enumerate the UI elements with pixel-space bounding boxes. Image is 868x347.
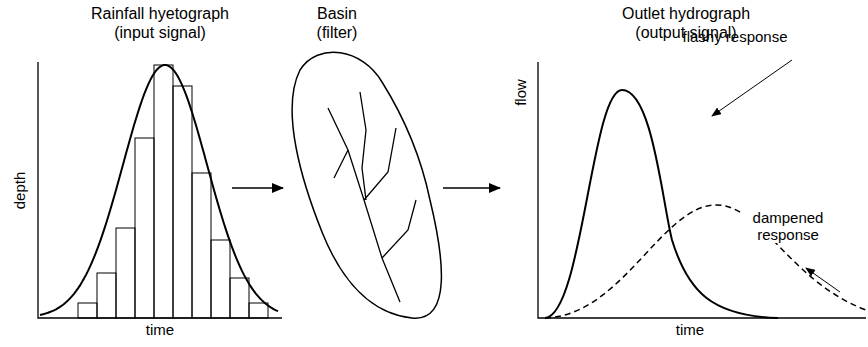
stream-network [328, 92, 416, 302]
axes [38, 62, 282, 318]
axis-label: time [146, 321, 174, 338]
panel-title: Basin (filter) [302, 4, 372, 42]
curve-label: dampened response [743, 209, 833, 243]
dampened-curve [545, 205, 866, 318]
axes [538, 62, 866, 318]
panel-title: Rainfall hyetograph (input signal) [75, 4, 245, 42]
rain-bar [173, 86, 192, 318]
rain-bar [116, 228, 135, 318]
diagram-panel: Rainfall hyetograph (input signal) [5, 0, 232, 330]
basin-outline [292, 52, 441, 318]
rain-bar [192, 173, 211, 318]
rain-bar [154, 65, 173, 318]
rain-bar [211, 240, 230, 318]
rain-bar [135, 138, 154, 318]
leader-line [806, 268, 840, 292]
rain-curve [40, 65, 278, 315]
rain-bar [249, 303, 268, 318]
rain-bar [78, 303, 97, 318]
diagram-panel: Outlet hydrograph (output signal) [500, 0, 865, 330]
leader-line [712, 60, 792, 116]
curve-label: flashy response [682, 28, 787, 45]
rain-bar [97, 273, 116, 318]
rain-bars [78, 65, 268, 318]
flashy-curve [545, 90, 778, 318]
flow-arrow [443, 187, 500, 189]
diagram-panel: Basin (filter) [283, 0, 443, 330]
flow-arrow [232, 187, 283, 189]
axis-label: time [676, 321, 704, 338]
axis-label: flow [512, 79, 529, 106]
rain-bar [230, 278, 249, 318]
axis-label: depth [11, 171, 28, 209]
